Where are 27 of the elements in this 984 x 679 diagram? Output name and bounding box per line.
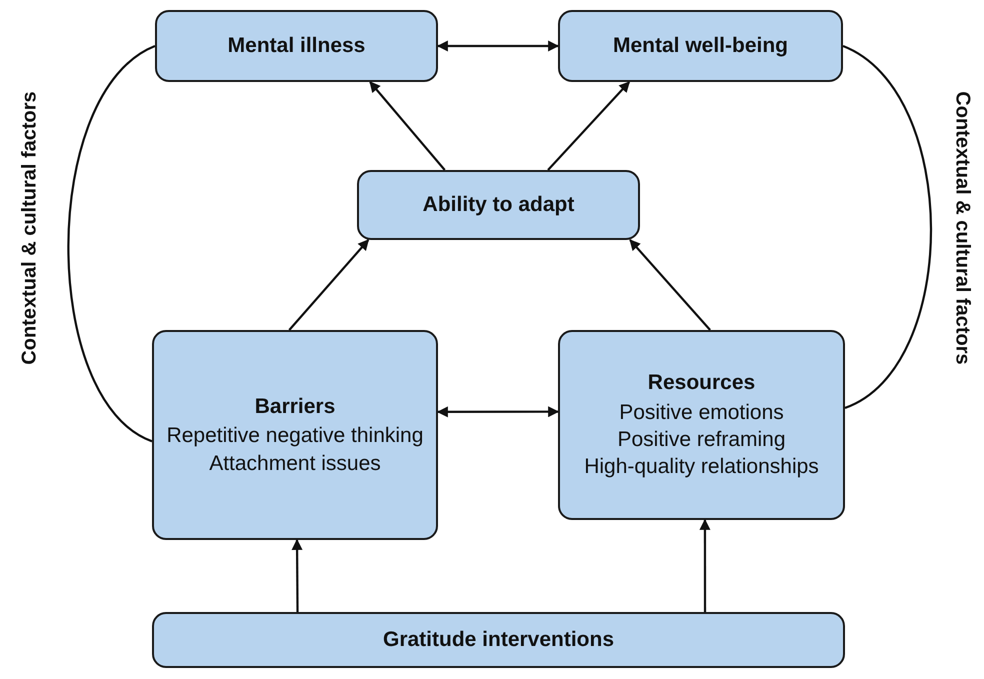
- box-text: High-quality relationships: [584, 454, 819, 480]
- arrow: [629, 239, 711, 331]
- arrow: [436, 40, 560, 52]
- box-text: Positive reframing: [617, 427, 786, 453]
- box-text: Attachment issues: [209, 450, 381, 477]
- rounded-box: [357, 170, 640, 240]
- box-heading: Barriers: [254, 394, 336, 420]
- rounded-box: [558, 330, 845, 520]
- rounded-box: [152, 330, 438, 540]
- arrow: [288, 239, 370, 331]
- arrow: [369, 81, 446, 171]
- curved-line: [67, 45, 156, 442]
- rounded-box: [155, 10, 438, 82]
- rounded-box: [558, 10, 843, 82]
- arrow: [699, 518, 710, 612]
- box-text: Repetitive negative thinking: [166, 423, 424, 450]
- box-heading: Gratitude interventions: [382, 627, 614, 654]
- arrow: [292, 538, 303, 612]
- rounded-box: [152, 612, 845, 668]
- box-heading: Ability to adapt: [422, 192, 574, 218]
- arrow: [436, 406, 560, 418]
- box-heading: Mental illness: [228, 33, 366, 60]
- curved-line: [842, 45, 932, 409]
- box-heading: Mental well-being: [612, 33, 788, 60]
- arrow: [547, 81, 630, 171]
- box-text: Positive emotions: [619, 400, 784, 426]
- box-heading: Resources: [648, 370, 756, 396]
